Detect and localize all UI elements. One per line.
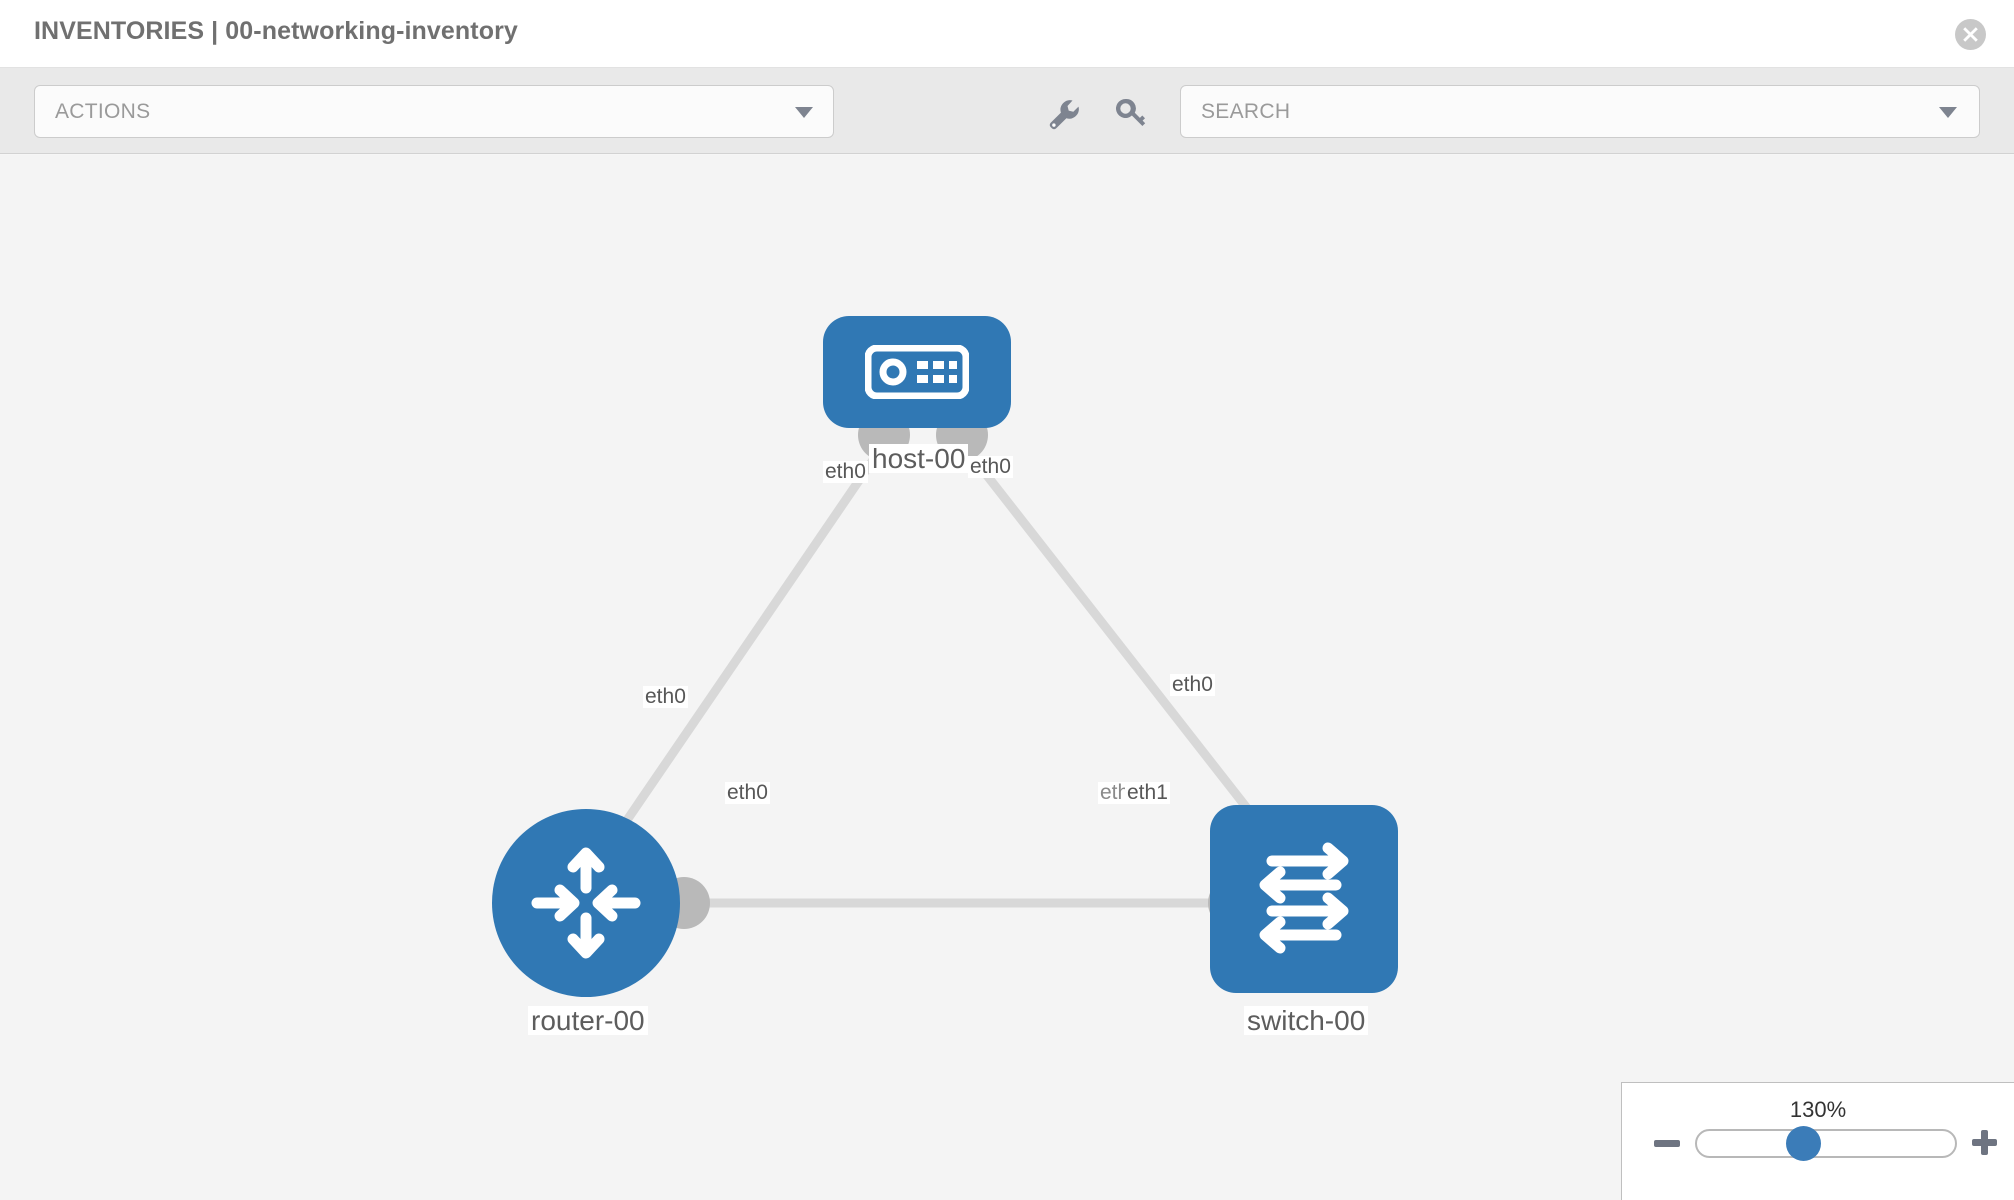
close-icon[interactable] [1955, 19, 1986, 50]
page-title: INVENTORIES | 00-networking-inventory [34, 17, 518, 45]
actions-dropdown-label: ACTIONS [55, 100, 151, 123]
node-switch-00-shape[interactable] [1210, 805, 1398, 993]
node-label-host-00: host-00 [869, 444, 969, 473]
chevron-down-icon[interactable] [1939, 107, 1957, 118]
edge-host-switch[interactable] [956, 438, 1272, 838]
node-router-00[interactable] [492, 809, 680, 997]
switch-arrows-icon [1259, 842, 1349, 954]
interface-label-host-right: eth0 [968, 455, 1013, 479]
actions-dropdown[interactable]: ACTIONS [34, 85, 834, 138]
search-input[interactable]: SEARCH [1180, 85, 1980, 138]
zoom-percent-label: 130% [1789, 1097, 1847, 1122]
server-icon [865, 345, 969, 399]
zoom-control-panel: 130% [1621, 1082, 2014, 1200]
zoom-in-button[interactable] [1972, 1130, 1997, 1155]
page-header: INVENTORIES | 00-networking-inventory [0, 0, 2014, 68]
search-placeholder: SEARCH [1201, 100, 1291, 123]
router-arrows-icon [531, 847, 641, 959]
interface-label-router-right: eth0 [725, 781, 770, 805]
interface-label-host-left: eth0 [823, 460, 868, 484]
zoom-slider-thumb[interactable] [1786, 1126, 1821, 1161]
node-router-00-shape[interactable] [492, 809, 680, 997]
zoom-slider-track[interactable] [1695, 1129, 1957, 1158]
wrench-icon[interactable] [1042, 93, 1082, 133]
node-host-00-shape[interactable] [823, 316, 1011, 428]
node-switch-00[interactable] [1210, 805, 1398, 993]
key-icon[interactable] [1110, 93, 1150, 133]
node-host-00[interactable] [823, 316, 1011, 428]
interface-label-switch-upper: eth0 [1170, 673, 1215, 697]
node-label-router-00: router-00 [528, 1006, 648, 1035]
topology-canvas[interactable]: host-00 router-00 switch-00 eth0 eth0 et… [0, 155, 2014, 1200]
chevron-down-icon [795, 107, 813, 118]
node-label-switch-00: switch-00 [1244, 1006, 1369, 1035]
edge-host-router[interactable] [606, 438, 890, 848]
interface-label-router-upper: eth0 [643, 685, 688, 709]
topology-edges [606, 409, 1294, 929]
zoom-out-button[interactable] [1654, 1140, 1680, 1147]
interface-label-switch-left: eth1 [1125, 781, 1170, 805]
